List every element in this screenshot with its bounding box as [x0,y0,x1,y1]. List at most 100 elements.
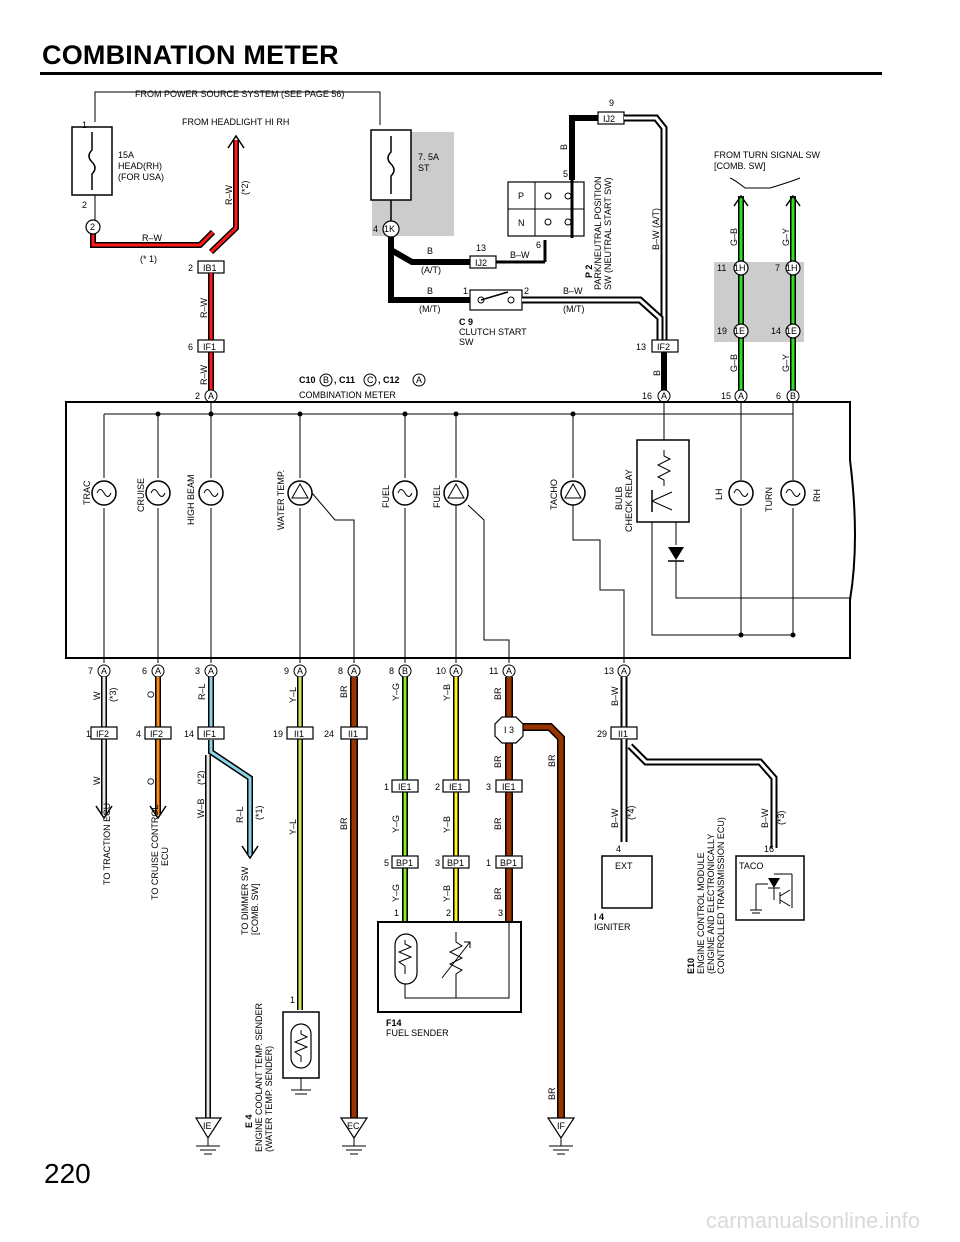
svg-text:11: 11 [489,666,498,676]
svg-text:BR: BR [547,754,557,767]
svg-text:Y–B: Y–B [442,885,452,902]
svg-text:A: A [416,375,422,385]
svg-text:TURN: TURN [764,487,774,512]
svg-text:(FOR USA): (FOR USA) [118,172,164,182]
trac-lamp-icon [91,480,117,506]
svg-text:13: 13 [476,243,486,253]
svg-text:13: 13 [636,342,646,352]
b-wire-st [388,237,470,265]
svg-text:6: 6 [142,666,147,676]
svg-text:G–B: G–B [729,354,739,372]
svg-text:A: A [208,666,214,676]
svg-text:CLUTCH START: CLUTCH START [459,327,527,337]
svg-text:1: 1 [463,286,468,296]
svg-text:IF2: IF2 [657,342,670,352]
svg-text:16: 16 [642,391,652,401]
svg-text:B: B [402,666,408,676]
svg-text:B–W: B–W [610,686,620,706]
title-rule [40,72,882,75]
svg-text:A: A [738,391,744,401]
svg-text:R–W: R–W [142,233,163,243]
svg-text:FUEL: FUEL [381,485,391,508]
svg-text:IB1: IB1 [203,263,217,273]
svg-text:BR: BR [547,1087,557,1100]
svg-text:BR: BR [493,755,503,768]
svg-text:A: A [621,666,627,676]
svg-text:2: 2 [82,200,87,210]
page-title: COMBINATION METER [42,40,339,70]
svg-text:BR: BR [493,687,503,700]
st-fuse-label: 7. 5A [418,152,439,162]
headlight-note: FROM HEADLIGHT HI RH [182,117,289,127]
svg-text:(M/T): (M/T) [419,304,441,314]
water-temp-gauge-icon [287,480,313,506]
svg-text:29: 29 [597,729,607,739]
svg-text:6: 6 [776,391,781,401]
f14-code: F14 [386,1018,402,1028]
svg-text:11: 11 [717,263,726,273]
svg-text:8: 8 [338,666,343,676]
svg-text:BP1: BP1 [447,858,464,868]
svg-text:3: 3 [498,908,503,918]
svg-text:ENGINE CONTROL MODULE: ENGINE CONTROL MODULE [696,852,706,974]
connector-bp1-br [495,855,523,869]
svg-text:IF1: IF1 [203,342,216,352]
connector-if2-cruise [144,726,172,740]
svg-text:BR: BR [339,817,349,830]
page-number: 220 [44,1158,91,1189]
svg-text:2: 2 [195,391,200,401]
svg-text:IJ2: IJ2 [603,114,615,124]
svg-text:9: 9 [284,666,289,676]
svg-text:G–Y: G–Y [781,354,791,372]
svg-text:BP1: BP1 [396,858,413,868]
svg-text:, C11: , C11 [334,375,355,385]
svg-text:5: 5 [384,858,389,868]
svg-text:1E: 1E [786,326,797,336]
combination-meter-box [65,401,856,659]
svg-text:15: 15 [721,391,731,401]
svg-text:A: A [208,391,214,401]
svg-text:(A/T): (A/T) [421,265,441,275]
meter-connector-codes: C10 [299,375,316,385]
svg-text:IF: IF [557,1121,566,1131]
connector-ie1-yg [391,779,419,793]
svg-text:R–L: R–L [235,806,245,823]
svg-text:(*3): (*3) [776,810,786,825]
diode-icon [668,547,684,560]
svg-text:SW (NEUTRAL START SW): SW (NEUTRAL START SW) [603,177,613,290]
svg-text:10: 10 [436,666,446,676]
connector-if1-top [197,339,225,353]
svg-text:O: O [146,778,156,785]
svg-text:6: 6 [188,342,193,352]
svg-text:(*3): (*3) [108,687,118,702]
fuel-lamp-icon [392,480,418,506]
svg-text:4: 4 [616,844,621,854]
svg-text:Y–G: Y–G [391,683,401,701]
svg-text:N: N [518,218,525,228]
svg-text:BR: BR [339,685,349,698]
svg-text:ST: ST [418,163,430,173]
svg-text:(*2): (*2) [196,770,206,785]
svg-text:1E: 1E [734,326,745,336]
svg-text:SW: SW [459,337,474,347]
svg-text:C: C [367,375,374,385]
svg-text:A: A [101,666,107,676]
svg-text:IF2: IF2 [96,729,109,739]
svg-text:13: 13 [604,666,614,676]
svg-text:IF2: IF2 [150,729,163,739]
i4-code: I 4 [594,912,604,922]
svg-text:3: 3 [486,782,491,792]
connector-1e-rh [785,323,801,339]
svg-text:WATER TEMP.: WATER TEMP. [276,470,286,530]
svg-text:B–W: B–W [563,286,583,296]
connector-ie1-yb [442,779,470,793]
svg-text:B: B [790,391,796,401]
svg-text:1H: 1H [786,263,798,273]
svg-text:R–W: R–W [224,184,234,205]
svg-text:IE1: IE1 [502,782,516,792]
svg-text:(ENGINE AND ELECTRONICALLY: (ENGINE AND ELECTRONICALLY [706,834,716,974]
svg-text:(*2): (*2) [240,180,250,195]
svg-text:(M/T): (M/T) [563,304,585,314]
cruise-lamp-icon [145,480,171,506]
svg-text:Y–G: Y–G [391,884,401,902]
